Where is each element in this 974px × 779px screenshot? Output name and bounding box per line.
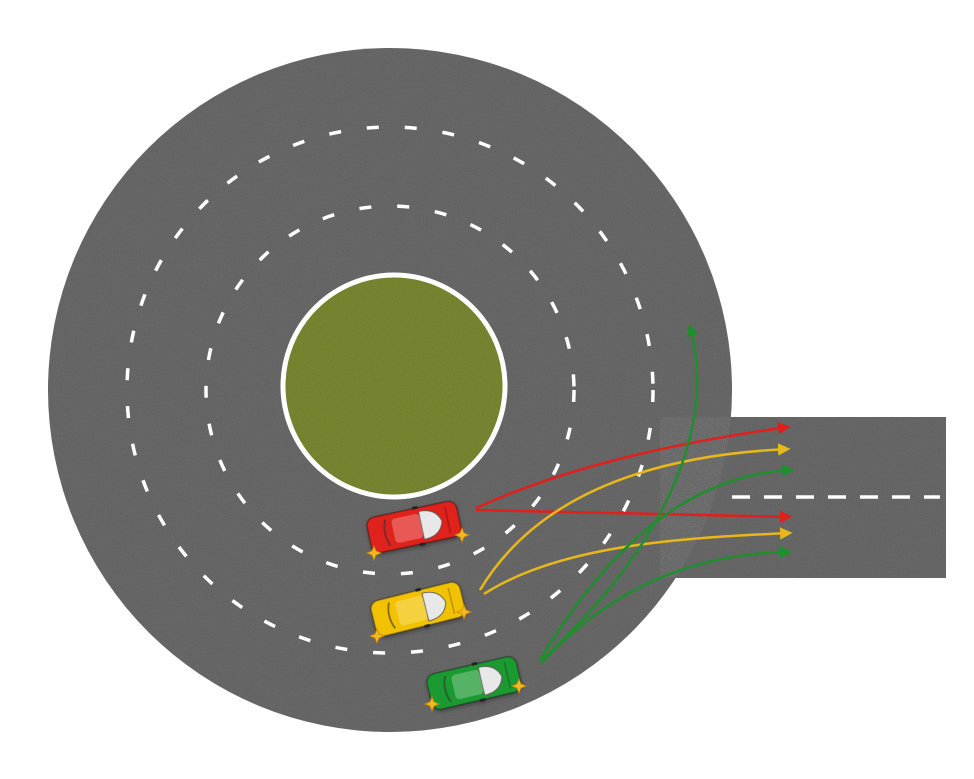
- lane-divider-outer: [125, 125, 655, 655]
- path-red-exit-left: [475, 422, 791, 510]
- turn-signals: [365, 526, 528, 713]
- turn-signal-star-icon: [368, 627, 386, 645]
- path-yellow-exit-left: [478, 443, 791, 591]
- path-arrows: [475, 323, 795, 665]
- turn-signal-star-icon: [510, 677, 528, 695]
- path-green-continue: [541, 323, 699, 661]
- turn-signal-star-icon: [365, 544, 383, 562]
- turn-signal-star-icon: [453, 526, 471, 544]
- turn-signal-star-icon: [455, 603, 473, 621]
- path-red-exit-right: [475, 508, 793, 524]
- central-island: [280, 272, 508, 500]
- lane-markings: [125, 125, 940, 655]
- path-green-exit-right: [539, 545, 793, 665]
- path-green-exit-left: [538, 464, 795, 661]
- lane-divider-inner: [204, 204, 576, 576]
- turn-signal-star-icon: [423, 695, 441, 713]
- path-yellow-exit-right: [483, 527, 793, 596]
